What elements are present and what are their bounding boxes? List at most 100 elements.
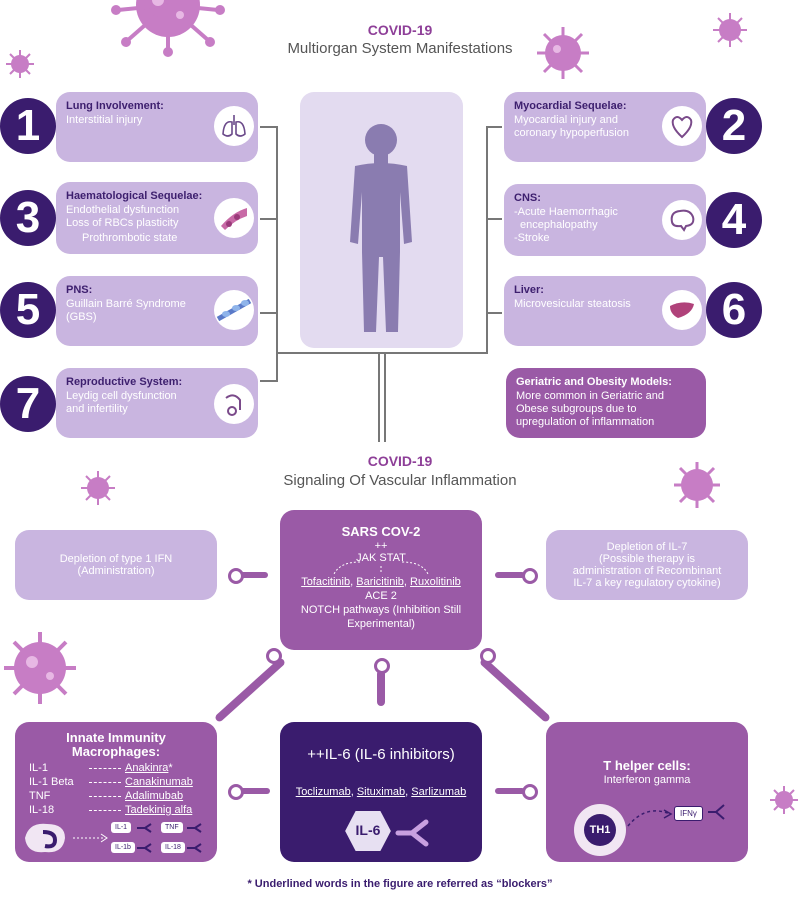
card-text: coronary hypoperfusion — [514, 127, 629, 139]
card-lung-involvement: Lung Involvement: Interstitial injury — [56, 92, 258, 162]
footnote: * Underlined words in the figure are ref… — [247, 878, 553, 890]
th1-cell-icon — [574, 804, 626, 856]
th-subtitle: Interferon gamma — [603, 774, 691, 786]
number-badge-6: 6 — [706, 282, 762, 338]
connector-line — [378, 352, 380, 442]
sars-jak-stat: JAK STAT — [356, 552, 406, 564]
sars-notch-2: Experimental) — [347, 618, 415, 630]
cytokine: IL-1 — [29, 762, 48, 774]
drug-canakinumab: Canakinumab — [125, 776, 193, 788]
connector-line — [276, 352, 486, 354]
card-liver: Liver: Microvesicular steatosis — [504, 276, 706, 346]
tnf-chip: TNF — [161, 822, 183, 833]
sars-notch: NOTCH pathways (Inhibition Still — [300, 604, 462, 616]
liver-icon — [662, 290, 702, 330]
connector-line — [276, 126, 278, 382]
innate-title: Innate Immunity — [66, 730, 166, 745]
brain-icon — [662, 200, 702, 240]
card-myocardial: Myocardial Sequelae: Myocardial injury a… — [504, 92, 706, 162]
virus-icon — [6, 50, 34, 83]
number-badge-2: 2 — [706, 98, 762, 154]
card-text: More common in Geriatric and — [516, 390, 664, 402]
connector-line — [486, 126, 488, 354]
virus-icon — [0, 628, 80, 713]
sars-plus: ++ — [374, 540, 388, 552]
separator: , — [350, 576, 357, 588]
type1-ifn-box: Depletion of type 1 IFN (Administration) — [15, 530, 217, 600]
number-badge-7: 7 — [0, 376, 56, 432]
card-cns: CNS: -Acute Haemorrhagic encephalopathy … — [504, 184, 706, 256]
ifn-line: (Administration) — [77, 565, 155, 577]
drug-ruxolitinib: Ruxolitinib — [410, 576, 461, 588]
nerve-icon — [214, 290, 254, 330]
connector-line — [486, 218, 502, 220]
connector-dot — [228, 568, 244, 584]
il6-hexagon-icon — [342, 809, 394, 853]
ifn-gamma-chip: IFNγ — [674, 806, 703, 821]
cytokine-row: IL-18 Tadekinig alfa — [29, 804, 209, 816]
card-text: -Acute Haemorrhagic — [514, 206, 618, 218]
virus-icon — [770, 786, 798, 819]
virus-icon — [535, 25, 591, 86]
card-text: Guillain Barré Syndrome — [66, 298, 186, 310]
receptor-icon — [187, 823, 202, 853]
card-text: Myocardial injury and — [514, 114, 618, 126]
card-text: and infertility — [66, 403, 128, 415]
sars-ace2: ACE 2 — [365, 590, 397, 602]
connector-dot — [480, 648, 496, 664]
th1-label: TH1 — [589, 824, 611, 836]
t-helper-box: T helper cells: Interferon gamma TH1 IFN… — [546, 722, 748, 862]
drug-baricitinib: Baricitinib — [356, 576, 404, 588]
il6-title: ++IL-6 (IL-6 inhibitors) — [307, 746, 455, 763]
card-reproductive: Reproductive System: Leydig cell dysfunc… — [56, 368, 258, 438]
separator: , — [405, 786, 412, 798]
top-title: COVID-19 — [367, 22, 433, 38]
heart-icon — [662, 106, 702, 146]
drug-tadekinig: Tadekinig alfa — [125, 804, 193, 816]
card-haematological: Haematological Sequelae: Endothelial dys… — [56, 182, 258, 254]
drug-situximab: Situximab — [356, 786, 406, 798]
connector-line — [486, 126, 502, 128]
connector-dot — [522, 784, 538, 800]
virus-icon — [108, 0, 228, 65]
sars-title: SARS COV-2 — [341, 524, 421, 539]
dashed-arrow — [627, 809, 673, 827]
bottom-subtitle: Signaling Of Vascular Inflammation — [283, 472, 517, 489]
connector-dot — [266, 648, 282, 664]
connector-bar — [238, 572, 268, 578]
connector-line — [260, 126, 278, 128]
macrophage-icon — [25, 823, 65, 853]
dashed-arrows — [333, 561, 429, 575]
top-subtitle: Multiorgan System Manifestations — [287, 40, 513, 57]
card-title: PNS: — [66, 284, 93, 296]
drug-tofacitinib: Tofacitinib — [301, 576, 351, 588]
number-badge-3: 3 — [0, 190, 56, 246]
separator: , — [403, 576, 411, 588]
card-text: Leydig cell dysfunction — [66, 390, 177, 402]
th-title: T helper cells: — [603, 758, 691, 773]
number-badge-5: 5 — [0, 282, 56, 338]
star: * — [168, 762, 173, 774]
ifn-line: Depletion of type 1 IFN — [59, 553, 173, 565]
card-title: Geriatric and Obesity Models: — [516, 376, 672, 388]
connector-line — [260, 380, 278, 382]
card-text: Prothrombotic state — [82, 232, 178, 244]
il7-line: IL-7 a key regulatory cytokine) — [573, 577, 721, 589]
card-geriatric-obesity: Geriatric and Obesity Models: More commo… — [506, 368, 706, 438]
connector-line — [260, 312, 278, 314]
card-title: Lung Involvement: — [66, 100, 164, 112]
il7-box: Depletion of IL-7 (Possible therapy is a… — [546, 530, 748, 600]
card-text: Obese subgroups due to — [516, 403, 637, 415]
connector-bar — [495, 572, 525, 578]
card-title: Haematological Sequelae: — [66, 190, 203, 202]
number-badge-1: 1 — [0, 98, 56, 154]
il7-line: administration of Recombinant — [572, 565, 722, 577]
cytokine: IL-18 — [29, 804, 55, 816]
il6-box: ++IL-6 (IL-6 inhibitors) Toclizumab, Sit… — [280, 722, 482, 862]
connector-dot — [228, 784, 244, 800]
drug-toclizumab: Toclizumab — [295, 786, 351, 798]
sars-cov2-box: SARS COV-2 ++ JAK STAT Tofacitinib, Bari… — [280, 510, 482, 650]
